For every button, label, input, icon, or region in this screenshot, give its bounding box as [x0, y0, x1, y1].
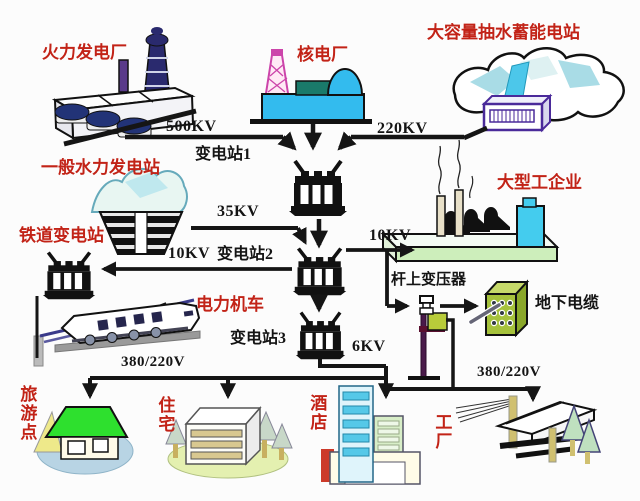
voltage-6kv-label: 6KV — [352, 338, 386, 355]
railway-transformer-illustration — [41, 250, 97, 302]
tourist-spot-label: 旅游点 — [17, 385, 37, 442]
voltage-380v-right-label: 380/220V — [477, 364, 541, 380]
tourist-spot-illustration — [33, 406, 134, 475]
voltage-35kv-label: 35KV — [217, 203, 259, 220]
residence-illustration — [165, 406, 293, 479]
voltage-10kv-left-label: 10KV — [168, 245, 210, 262]
electric-locomotive-label: 电力机车 — [196, 295, 264, 314]
substation2-label: 变电站2 — [217, 246, 274, 263]
substation1-label: 变电站1 — [195, 146, 252, 163]
pole-transformer-illustration — [408, 295, 448, 380]
substation3-label: 变电站3 — [230, 330, 287, 347]
residence-label: 住宅 — [155, 396, 175, 434]
substation1-transformer-illustration — [287, 159, 349, 218]
thermal-plant-label: 火力发电厂 — [42, 43, 127, 62]
underground-cable-label: 地下电缆 — [535, 295, 600, 312]
power-lines — [35, 108, 541, 403]
substation3-transformer-illustration — [294, 310, 347, 361]
voltage-500kv-label: 500KV — [166, 118, 217, 135]
hydro-station-label: 一般水力发电站 — [41, 158, 160, 177]
industry-illustration — [380, 139, 560, 264]
pumped-storage-label: 大容量抽水蓄能电站 — [427, 23, 580, 42]
thermal-plant-illustration — [51, 27, 196, 140]
substation2-transformer-illustration — [291, 246, 349, 298]
factory-label: 工厂 — [432, 413, 452, 451]
nuclear-plant-label: 核电厂 — [297, 45, 348, 64]
railway-substation-label: 铁道变电站 — [19, 226, 104, 245]
hotel-label: 酒店 — [307, 394, 327, 432]
underground-cable-illustration — [468, 279, 530, 338]
nuclear-plant-illustration — [250, 49, 372, 124]
hotel-illustration — [321, 385, 421, 485]
large-industry-label: 大型工企业 — [497, 173, 582, 192]
pumped-storage-illustration — [452, 47, 625, 133]
voltage-220kv-label: 220KV — [377, 120, 428, 137]
pole-transformer-label: 杆上变压器 — [391, 272, 467, 288]
voltage-380v-left-label: 380/220V — [121, 354, 185, 370]
factory-illustration — [455, 395, 602, 464]
hydro-dam-illustration — [90, 167, 188, 255]
voltage-10kv-right-label: 10KV — [369, 227, 411, 244]
